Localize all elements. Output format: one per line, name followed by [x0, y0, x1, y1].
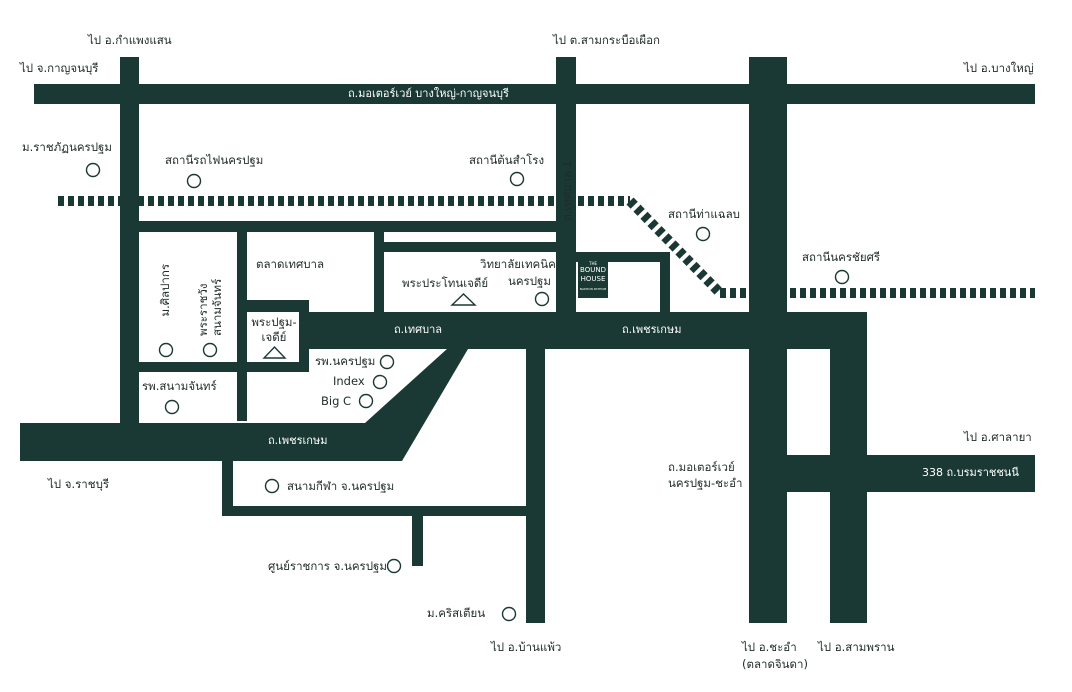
place-station-nakhon-pathom: สถานีรถไฟนครปฐม — [165, 153, 264, 167]
road-label-phetkasem-left: ถ.เพชรเกษม — [268, 434, 328, 447]
place-index: Index — [333, 374, 365, 388]
road-label-thesaban-1: ถ.เทศบาล 1 — [560, 160, 574, 222]
triangle-temple-icon — [262, 345, 287, 359]
place-rajabhat: ม.ราชภัฏนครปฐม — [22, 140, 112, 154]
circle-marker-icon — [386, 558, 402, 574]
circle-marker-icon — [509, 171, 525, 187]
place-markers — [85, 162, 850, 622]
road-label-thesaban: ถ.เทศบาล — [394, 323, 443, 336]
place-silpakorn: ม.ศิลปากร — [158, 264, 172, 317]
place-stadium: สนามกีฬา จ.นครปฐม — [287, 479, 395, 493]
bound-house-logo — [578, 259, 608, 298]
road-label-phetkasem-mid: ถ.เพชรเกษม — [622, 323, 682, 336]
place-christian-univ: ม.คริสเตียน — [427, 606, 486, 620]
road-phetkasem-east — [300, 312, 867, 349]
road-grid-left — [120, 221, 138, 341]
road-chedi-block-bottom — [247, 362, 309, 372]
direction-sam-krabue-phueak: ไป ต.สามกระบือเผือก — [553, 33, 660, 47]
road-motorway-top — [34, 84, 1035, 104]
place-phra-pathom-chedi-1: พระปฐม- — [251, 315, 297, 329]
road-grid-horiz-2 — [120, 362, 237, 372]
road-borommaratchachonnani — [787, 455, 1035, 492]
road-thesaban-1 — [556, 57, 576, 315]
direction-kamphaeng-saen: ไป อ.กำแพงแสน — [88, 33, 172, 47]
road-grid-top — [120, 221, 576, 232]
railway-track — [58, 196, 1035, 298]
logo-text-sub: NAKHON PATHOM — [579, 287, 607, 291]
circle-marker-icon — [695, 226, 711, 242]
place-station-nakhon-chai-si: สถานีนครชัยศรี — [802, 250, 881, 264]
road-south-box-left — [222, 461, 233, 516]
circle-marker-icon — [834, 269, 850, 285]
circle-marker-icon — [186, 173, 202, 189]
logo-text-the: THE — [589, 261, 597, 266]
direction-cha-am-sub: (ตลาดจินดา) — [742, 657, 808, 671]
circle-marker-icon — [501, 606, 517, 622]
logo-text-house: HOUSE — [580, 275, 606, 283]
place-tech-college-1: วิทยาลัยเทคนิค — [480, 257, 556, 271]
place-phra-prathon-chedi: พระประโทนเจดีย์ — [402, 276, 489, 290]
road-south-box-bottom — [222, 506, 526, 516]
road-label-borommaratchachonnani: 338 ถ.บรมราชชนนี — [922, 466, 1019, 479]
road-label-motorway-south-1: ถ.มอเตอร์เวย์ — [668, 460, 735, 474]
place-sanam-chan: พระราชวังสนามจันทร์ — [196, 278, 224, 336]
road-thesaban-branch-right — [660, 252, 670, 312]
road-thesaban-branch — [576, 252, 670, 262]
place-phra-pathom-chedi-2: เจดีย์ — [261, 330, 287, 344]
road-ban-phaeo — [526, 349, 545, 623]
circle-marker-icon — [379, 354, 395, 370]
circle-marker-icon — [202, 342, 218, 358]
place-big-c: Big C — [321, 394, 352, 408]
direction-bang-yai: ไป อ.บางใหญ่ — [964, 61, 1034, 75]
road-phetkasem-diagonal — [365, 330, 468, 461]
place-government-center: ศูนย์ราชการ จ.นครปฐม — [268, 559, 387, 573]
direction-sala-ya: ไป อ.ศาลายา — [964, 430, 1032, 444]
road-grid-horiz-1 — [384, 242, 556, 252]
direction-sam-phran: ไป อ.สามพราน — [818, 640, 895, 654]
direction-ban-phaeo: ไป อ.บ้านแพ้ว — [491, 640, 562, 654]
circle-marker-icon — [85, 162, 101, 178]
circle-marker-icon — [534, 291, 550, 307]
direction-ratchaburi: ไป จ.ราชบุรี — [48, 477, 110, 491]
road-chedi-block-top — [247, 300, 309, 312]
road-label-motorway-south-2: นครปฐม-ชะอำ — [668, 476, 743, 490]
road-grid-mid-1 — [237, 221, 247, 421]
place-thesaban-market: ตลาดเทศบาล — [256, 257, 325, 271]
direction-kanchanaburi: ไป จ.กาญจนบุรี — [20, 61, 99, 75]
circle-marker-icon — [164, 399, 180, 415]
logo-text-bound: BOUND — [580, 266, 606, 274]
direction-cha-am: ไป อ.ชะอำ — [742, 640, 797, 654]
triangle-temple-icon — [450, 293, 477, 306]
place-station-ton-samrong: สถานีต้นสำโรง — [469, 153, 545, 167]
place-hospital-nakhon-pathom: รพ.นครปฐม — [315, 354, 376, 368]
circle-marker-icon — [358, 393, 374, 409]
road-label-motorway-top: ถ.มอเตอร์เวย์ บางใหญ่-กาญจนบุรี — [348, 87, 509, 100]
place-tech-college-2: นครปฐม — [508, 274, 551, 288]
road-grid-mid-2 — [374, 232, 384, 312]
road-network — [20, 57, 1035, 623]
road-phetkasem-west — [20, 423, 365, 461]
circle-marker-icon — [372, 374, 388, 390]
road-chedi-block-right — [299, 300, 309, 372]
road-government-spur — [412, 516, 423, 566]
place-station-tha-chalom: สถานีท่าแฉลบ — [668, 207, 740, 221]
place-hospital-sanam-chan: รพ.สนามจันทร์ — [142, 379, 217, 393]
circle-marker-icon — [158, 342, 174, 358]
circle-marker-icon — [264, 478, 280, 494]
